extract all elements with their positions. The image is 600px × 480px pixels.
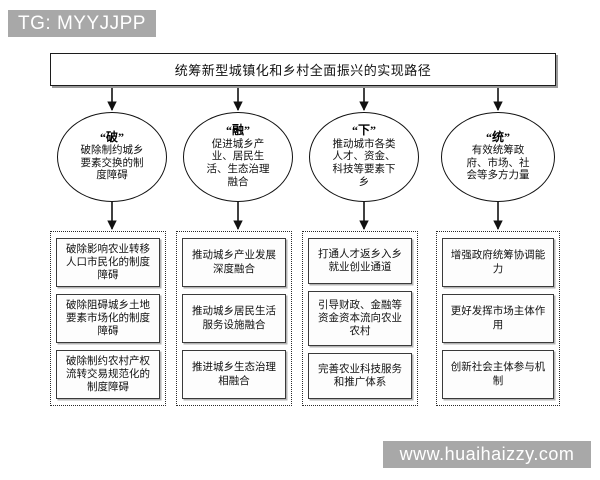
measure-box: 引导财政、金融等资金资本流向农业农村: [308, 291, 412, 346]
page-title: 统筹新型城镇化和乡村全面振兴的实现路径: [174, 63, 432, 78]
branch-summary-label: 有效统筹政府、市场、社会等多方力量: [466, 144, 530, 182]
measure-text: 创新社会主体参与机制: [450, 362, 546, 387]
measure-box: 破除制约农村产权流转交易规范化的制度障碍: [56, 350, 160, 399]
branch-summary-label: 促进城乡产业、居民生活、生态治理融合: [206, 138, 270, 188]
measure-box: 创新社会主体参与机制: [442, 350, 554, 399]
measure-box: 更好发挥市场主体作用: [442, 294, 554, 343]
branch-summary-label: 推动城市各类人才、资金、科技等要素下乡: [332, 138, 396, 188]
branch-ellipse-xia: “下” 推动城市各类人才、资金、科技等要素下乡: [309, 112, 419, 202]
measure-text: 打通人才返乡入乡就业创业通道: [318, 248, 402, 273]
branch-key-label: “破”: [99, 129, 124, 144]
measure-text: 推进城乡生态治理相融合: [192, 362, 276, 387]
measure-text: 破除阻碍城乡土地要素市场化的制度障碍: [66, 299, 150, 338]
watermark-top-badge: TG: MYYJJPP: [8, 10, 156, 37]
measure-box: 增强政府统筹协调能力: [442, 238, 554, 287]
branch-key-label: “下”: [351, 123, 376, 138]
branch-ellipse-po: “破” 破除制约城乡要素交换的制度障碍: [57, 112, 167, 202]
branch-ellipse-tong: “统” 有效统筹政府、市场、社会等多方力量: [441, 112, 555, 202]
measure-box: 破除影响农业转移人口市民化的制度障碍: [56, 238, 160, 287]
measure-text: 推动城乡居民生活服务设施融合: [192, 306, 276, 331]
measure-box: 打通人才返乡入乡就业创业通道: [308, 238, 412, 284]
measure-text: 引导财政、金融等资金资本流向农业农村: [318, 299, 402, 338]
branch-group-tong: 增强政府统筹协调能力 更好发挥市场主体作用 创新社会主体参与机制: [436, 231, 560, 406]
measure-box: 破除阻碍城乡土地要素市场化的制度障碍: [56, 294, 160, 343]
branch-ellipse-rong: “融” 促进城乡产业、居民生活、生态治理融合: [183, 112, 293, 202]
branch-group-xia: 打通人才返乡入乡就业创业通道 引导财政、金融等资金资本流向农业农村 完善农业科技…: [302, 231, 418, 406]
watermark-bottom-badge: www.huaihaizzy.com: [383, 441, 591, 468]
measure-box: 推动城乡产业发展深度融合: [182, 238, 286, 287]
measure-box: 完善农业科技服务和推广体系: [308, 353, 412, 399]
measure-box: 推动城乡居民生活服务设施融合: [182, 294, 286, 343]
branch-group-po: 破除影响农业转移人口市民化的制度障碍 破除阻碍城乡土地要素市场化的制度障碍 破除…: [50, 231, 166, 406]
branch-group-rong: 推动城乡产业发展深度融合 推动城乡居民生活服务设施融合 推进城乡生态治理相融合: [176, 231, 292, 406]
measure-box: 推进城乡生态治理相融合: [182, 350, 286, 399]
measure-text: 更好发挥市场主体作用: [450, 306, 546, 331]
diagram-title-box: 统筹新型城镇化和乡村全面振兴的实现路径: [50, 53, 556, 86]
measure-text: 破除制约农村产权流转交易规范化的制度障碍: [66, 355, 150, 394]
measure-text: 推动城乡产业发展深度融合: [192, 250, 276, 275]
measure-text: 增强政府统筹协调能力: [450, 250, 546, 275]
measure-text: 破除影响农业转移人口市民化的制度障碍: [66, 243, 150, 282]
branch-key-label: “融”: [225, 123, 250, 138]
branch-key-label: “统”: [485, 129, 510, 144]
measure-text: 完善农业科技服务和推广体系: [318, 363, 402, 388]
branch-summary-label: 破除制约城乡要素交换的制度障碍: [80, 144, 144, 182]
